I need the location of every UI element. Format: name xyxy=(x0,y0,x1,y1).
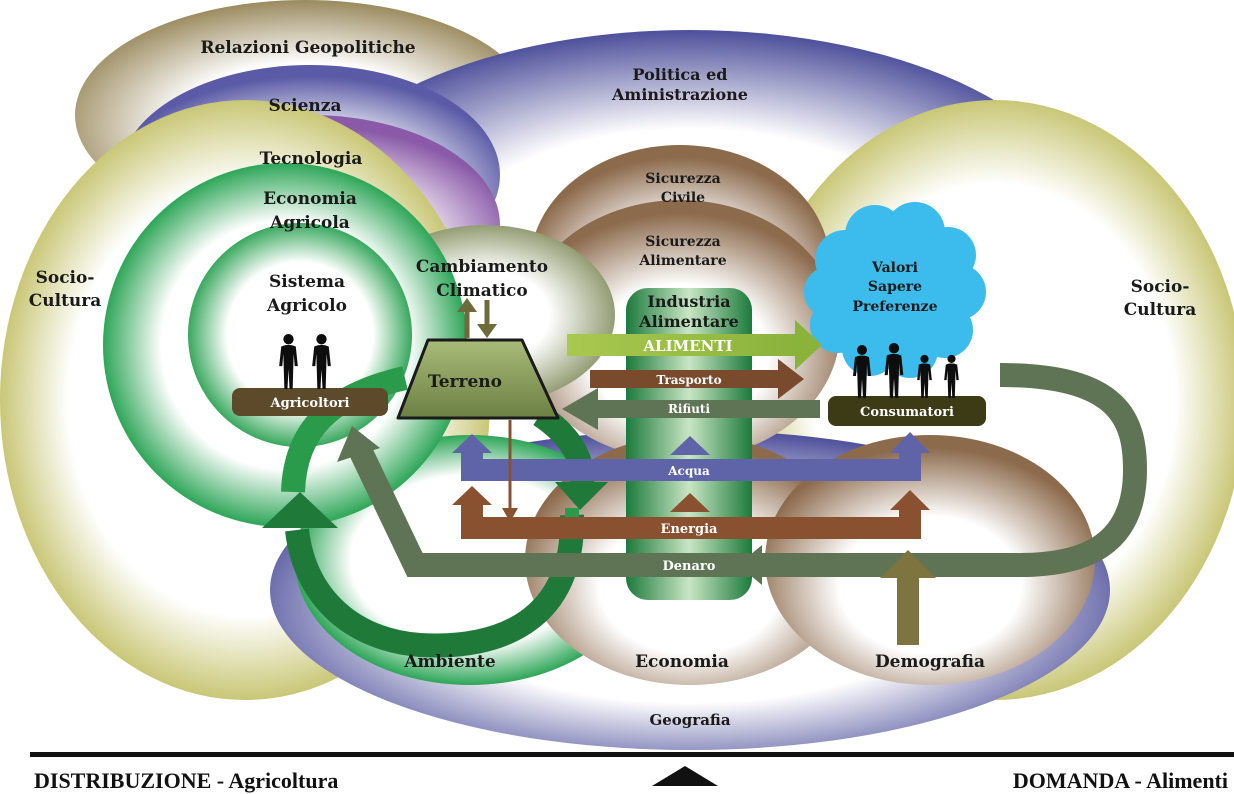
energy-arrowhead-center xyxy=(670,493,710,512)
food-industry-label-line1: Industria xyxy=(647,292,730,311)
food-arrow-shaft xyxy=(567,334,797,356)
footer-right-label: DOMANDA - Alimenti xyxy=(1012,768,1228,793)
water-flow-arrow xyxy=(461,452,921,481)
socio-left-label-line2: Cultura xyxy=(29,291,102,311)
environment-cycle-arrow xyxy=(281,366,408,493)
water-arrowhead-left xyxy=(452,434,492,453)
waste-arrowhead xyxy=(562,388,598,430)
economy-label: Economia xyxy=(635,652,729,672)
energy-flow-arrow xyxy=(461,505,921,539)
food-arrowhead xyxy=(795,320,822,370)
food-security-label-line1: Sicurezza xyxy=(645,234,720,250)
money-flow-label: Denaro xyxy=(663,559,716,574)
socio-right-label-line2: Cultura xyxy=(1124,300,1197,320)
environment-label: Ambiente xyxy=(403,652,496,672)
consumers-bar xyxy=(828,396,986,426)
soil-label: Terreno xyxy=(428,372,502,392)
transport-arrow-shaft xyxy=(590,370,780,388)
environment-cycle-arrow-bottom xyxy=(285,514,585,658)
demography-arrow-shaft xyxy=(897,570,919,645)
food-industry-label-line2: Alimentare xyxy=(638,312,739,331)
energy-arrowhead-right xyxy=(890,490,930,510)
footer-left-label: DISTRIBUZIONE - Agricoltura xyxy=(34,768,339,793)
demography-arrowhead xyxy=(880,550,936,578)
food-flow-label: ALIMENTI xyxy=(642,337,732,355)
farmers-bar xyxy=(232,388,388,416)
values-label-line3: Preferenze xyxy=(852,299,937,315)
civil-security-label-line2: Civile xyxy=(661,190,705,206)
money-to-farmers-arrowhead xyxy=(337,426,380,462)
soil-trapezoid xyxy=(396,338,560,420)
environment-cycle-arrowhead xyxy=(262,492,338,528)
climate-label-line1: Cambiamento xyxy=(416,257,548,277)
agri-economy-label-line2: Agricola xyxy=(269,213,350,233)
agri-economy-label-line1: Economia xyxy=(263,189,357,209)
money-to-farmers-arrow xyxy=(349,444,750,577)
energy-flow-label: Energia xyxy=(661,522,719,537)
climate-up-arrowhead xyxy=(457,298,477,312)
energy-arrowhead-left xyxy=(452,486,492,505)
climate-down-arrowhead xyxy=(477,324,497,338)
transport-arrowhead xyxy=(778,359,804,399)
money-return-arrow xyxy=(760,363,1148,577)
food-security-label-line2: Alimentare xyxy=(638,253,726,269)
transport-flow-label: Trasporto xyxy=(656,373,721,387)
socio-right-label-line1: Socio- xyxy=(1131,277,1190,297)
waste-arrow-shaft xyxy=(595,400,820,418)
civil-security-label-line1: Sicurezza xyxy=(645,171,720,187)
waste-flow-label: Rifiuti xyxy=(668,402,711,416)
technology-label: Tecnologia xyxy=(260,149,363,169)
values-label-line1: Valori xyxy=(871,260,918,276)
soil-to-environment-arrowhead xyxy=(555,482,608,510)
geopolitics-label: Relazioni Geopolitiche xyxy=(200,38,415,58)
balance-fulcrum xyxy=(652,766,718,786)
science-label: Scienza xyxy=(269,96,342,116)
farm-system-label-line1: Sistema xyxy=(269,272,345,292)
water-arrowhead-center xyxy=(670,436,710,455)
policy-label-line1: Politica ed xyxy=(633,65,728,84)
water-arrowhead-right xyxy=(890,432,930,453)
soil-down-arrowhead xyxy=(502,508,518,522)
demography-label: Demografia xyxy=(875,652,985,672)
farmers-label: Agricoltori xyxy=(270,396,350,411)
policy-label-line2: Aministrazione xyxy=(611,85,748,104)
climate-label-line2: Climatico xyxy=(436,281,527,301)
balance-beam xyxy=(30,752,1234,757)
socio-left-label-line1: Socio- xyxy=(36,268,95,288)
consumers-label: Consumatori xyxy=(860,405,954,420)
geography-label: Geografia xyxy=(649,711,730,729)
farm-system-label-line2: Agricolo xyxy=(266,296,347,316)
values-label-line2: Sapere xyxy=(868,279,922,295)
water-flow-label: Acqua xyxy=(667,464,710,478)
